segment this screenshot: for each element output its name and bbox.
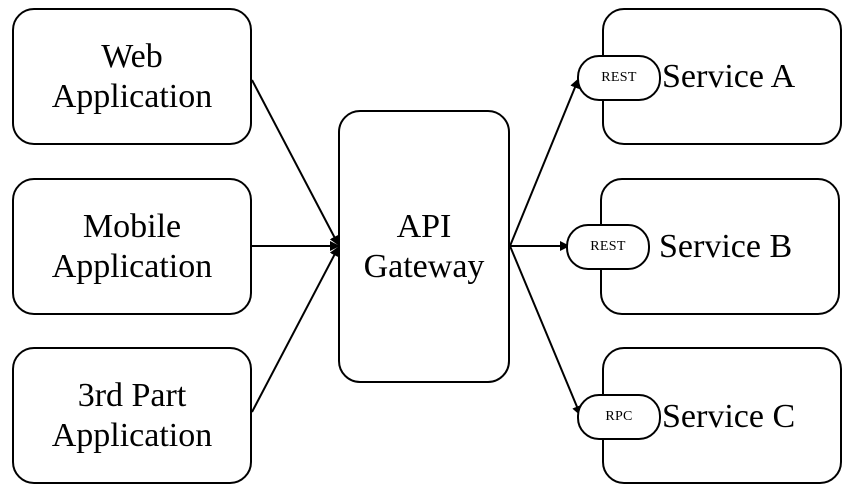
service-b-protocol-label: REST: [590, 239, 626, 254]
connector-3rdparty-to-gateway: [251, 246, 339, 413]
connector-web-to-gateway: [251, 79, 339, 246]
client-mobile-line2: Application: [51, 247, 213, 285]
client-web-application-label: Web Application: [52, 37, 213, 117]
api-gateway-line2: Gateway: [363, 247, 485, 285]
api-gateway-line1: API: [396, 207, 452, 245]
client-3rd-party-application: 3rd Part Application: [12, 347, 252, 484]
client-mobile-application-label: Mobile Application: [52, 207, 213, 287]
service-c-label: Service C: [662, 398, 796, 435]
client-web-application: Web Application: [12, 8, 252, 145]
connector-gateway-to-service-a: [509, 78, 580, 247]
api-gateway: API Gateway: [338, 110, 510, 383]
client-mobile-line1: Mobile: [82, 207, 182, 245]
client-3rd-party-application-label: 3rd Part Application: [52, 376, 213, 456]
client-web-line1: Web: [101, 37, 163, 75]
service-a-protocol-badge: REST: [577, 55, 661, 101]
service-a-protocol-label: REST: [601, 70, 637, 85]
connector-gateway-to-service-c: [509, 245, 582, 416]
service-c-protocol-badge: RPC: [577, 394, 661, 440]
client-3rd-party-line2: Application: [51, 416, 213, 454]
service-a-label: Service A: [662, 58, 796, 95]
api-gateway-label: API Gateway: [364, 207, 485, 287]
service-c-protocol-label: RPC: [605, 409, 633, 424]
client-web-line2: Application: [51, 77, 213, 115]
client-3rd-party-line1: 3rd Part: [77, 376, 187, 414]
service-b: [600, 178, 840, 315]
service-b-protocol-badge: REST: [566, 224, 650, 270]
service-b-label: Service B: [659, 228, 793, 265]
client-mobile-application: Mobile Application: [12, 178, 252, 315]
